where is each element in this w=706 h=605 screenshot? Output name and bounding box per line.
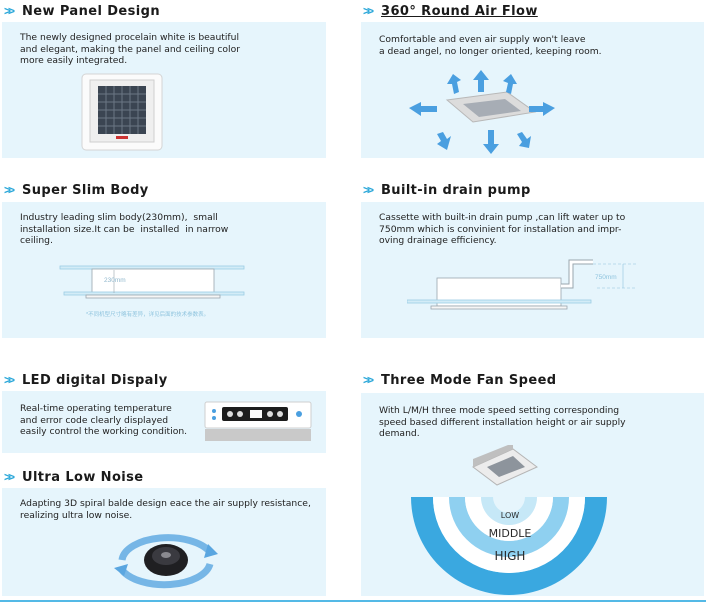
section-text: The newly designed procelain white is be… [20,32,240,66]
fan-speed-low-label: LOW [500,511,520,520]
fan-speed-middle-label: MIDDLE [488,527,532,540]
panel-round-air: Comfortable and even air supply won't le… [361,22,704,158]
panel-new-panel: The newly designed procelain white is be… [2,22,326,158]
fan-blade-image [114,534,218,589]
section-title-slim-body: >> Super Slim Body [4,181,149,199]
chevron-right-icon: >> [4,373,15,387]
chevron-right-icon: >> [363,183,374,197]
section-title-text: Ultra Low Noise [22,469,144,485]
section-title-text: 360° Round Air Flow [381,3,538,19]
footer-divider [0,600,706,602]
section-title-drain-pump: >> Built-in drain pump [363,181,531,199]
cassette-panel-image [81,73,163,151]
section-text: With L/M/H three mode speed setting corr… [379,405,626,439]
dimension-label: 750mm [595,274,617,281]
footnote-text: *不同机型尺寸略有差异，详见后面的技术参数表。 [86,312,210,318]
chevron-right-icon: >> [4,183,15,197]
chevron-right-icon: >> [4,4,15,18]
panel-slim-body: Industry leading slim body(230mm), small… [2,202,326,338]
led-display-image [204,401,312,441]
section-title-round-air: >> 360° Round Air Flow [363,2,538,20]
chevron-right-icon: >> [4,470,15,484]
section-title-low-noise: >> Ultra Low Noise [4,468,144,486]
air-flow-image [409,70,555,154]
chevron-right-icon: >> [363,373,374,387]
section-title-text: Three Mode Fan Speed [381,372,557,388]
fan-speed-diagram [411,445,607,595]
section-text: Cassette with built-in drain pump ,can l… [379,212,626,246]
panel-drain-pump: Cassette with built-in drain pump ,can l… [361,202,704,338]
section-title-text: Super Slim Body [22,182,149,198]
section-text: Real-time operating temperature and erro… [20,403,188,437]
section-title-new-panel: >> New Panel Design [4,2,160,20]
panel-low-noise: Adapting 3D spiral balde design eace the… [2,488,326,596]
panel-fan-speed: With L/M/H three mode speed setting corr… [361,393,704,596]
section-text: Adapting 3D spiral balde design eace the… [20,498,311,521]
fan-speed-high-label: HIGH [494,549,526,563]
panel-led-display: Real-time operating temperature and erro… [2,391,326,453]
section-text: Comfortable and even air supply won't le… [379,34,602,57]
section-title-text: Built-in drain pump [381,182,531,198]
section-title-fan-speed: >> Three Mode Fan Speed [363,371,557,389]
chevron-right-icon: >> [363,4,374,18]
dimension-label: 230mm [104,277,126,284]
slim-body-diagram [59,265,245,299]
section-text: Industry leading slim body(230mm), small… [20,212,229,246]
section-title-led-display: >> LED digital Dispaly [4,371,168,389]
section-title-text: New Panel Design [22,3,160,19]
drain-pump-diagram [407,259,637,310]
section-title-text: LED digital Dispaly [22,372,168,388]
